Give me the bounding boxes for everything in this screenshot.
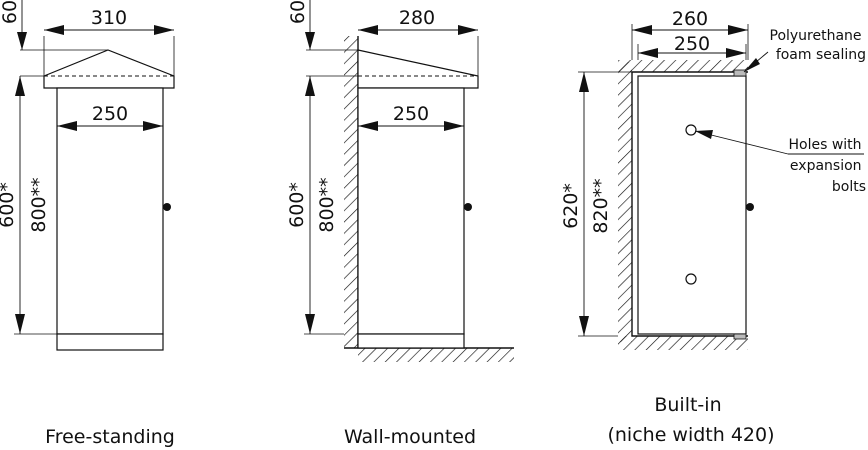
- free-standing-enclosure: 310 60 250 600* 800** Free-standing: [0, 0, 175, 448]
- label-holes: Holes with expansion bolts: [789, 137, 867, 195]
- lock-icon: [464, 203, 472, 211]
- dim-body-width: 250: [92, 103, 128, 125]
- roof: [43, 49, 175, 89]
- built-in-enclosure: 260 250 620* 820** Polyurethane foam sea…: [560, 8, 866, 446]
- dim-outer-width: 260: [672, 8, 708, 30]
- foam-sealing-top: [733, 69, 747, 77]
- hole-icon: [685, 273, 697, 285]
- dim-inner-width: 250: [674, 33, 710, 55]
- dim-roof-height: 60: [0, 0, 21, 24]
- roof: [357, 49, 479, 89]
- lock-icon: [163, 203, 171, 211]
- dim-roof-height: 60: [287, 0, 309, 24]
- label-sealing: Polyurethane foam sealing: [770, 28, 867, 63]
- dim-body-width: 250: [393, 103, 429, 125]
- dim-roof-width: 310: [91, 7, 127, 29]
- wall: [344, 36, 358, 348]
- lock-icon: [746, 203, 754, 211]
- niche-bottom: [618, 336, 748, 350]
- dim-height-820: 820**: [590, 178, 612, 233]
- dim-height-600: 600*: [0, 182, 18, 228]
- foam-sealing-bottom: [733, 333, 747, 340]
- dim-height-800: 800**: [28, 177, 50, 232]
- plinth: [357, 333, 465, 349]
- dim-height-600: 600*: [286, 182, 308, 228]
- dim-height-620: 620*: [560, 183, 582, 229]
- plinth: [56, 333, 164, 351]
- dim-height-800: 800**: [316, 177, 338, 232]
- hole-icon: [685, 124, 697, 136]
- caption-wall-mounted: Wall-mounted: [344, 426, 476, 448]
- floor: [358, 348, 514, 362]
- niche-left-wall: [618, 62, 632, 342]
- dim-roof-width: 280: [399, 7, 435, 29]
- niche-top: [618, 60, 748, 72]
- caption-built-in: Built-in (niche width 420): [607, 394, 774, 446]
- caption-free-standing: Free-standing: [45, 426, 175, 448]
- cabinet-body: [637, 75, 747, 335]
- wall-mounted-enclosure: 280 60 250 600* 800** Wall-mounted: [286, 0, 514, 448]
